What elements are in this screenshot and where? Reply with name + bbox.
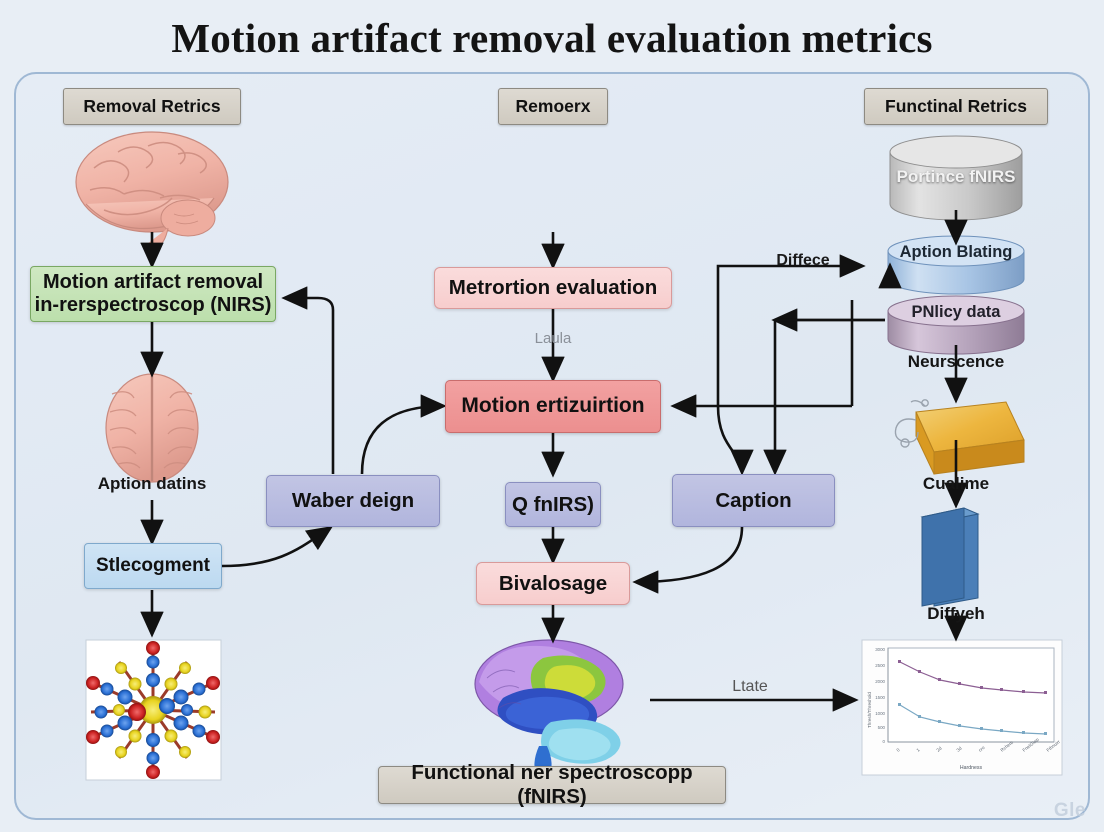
edge-label-ltate: Ltate: [732, 678, 768, 695]
node-metrortion-evaluation[interactable]: Metrortion evaluation: [434, 267, 672, 309]
edge-label-diffece: Diffece: [776, 252, 830, 269]
page-title: Motion artifact removal evaluation metri…: [171, 15, 933, 61]
molecule-illustration: [85, 639, 222, 781]
label-aption-blating: Aption Blating: [899, 242, 1013, 261]
caption-diffyeh: Diffyeh: [927, 604, 985, 623]
caption-cualime: Cualime: [922, 474, 990, 493]
cylinder-blue: [887, 235, 1025, 295]
svg-text:500: 500: [878, 725, 886, 730]
node-caption[interactable]: Caption: [672, 474, 835, 527]
cylinder-gray: [889, 135, 1023, 221]
header-left[interactable]: Removal Retrics: [63, 88, 241, 125]
blue-box-illustration: [920, 507, 980, 607]
svg-text:1: 1: [916, 747, 921, 753]
svg-text:3000: 3000: [875, 647, 885, 652]
svg-text:1500: 1500: [875, 695, 885, 700]
node-waber-deign[interactable]: Waber deign: [266, 475, 440, 527]
svg-text:1000: 1000: [875, 711, 885, 716]
watermark: Gle: [1053, 800, 1086, 821]
svg-text:Thresh/Threshold: Thresh/Threshold: [867, 692, 872, 728]
svg-text:3d: 3d: [956, 745, 963, 752]
brain-lateral-illustration: [75, 131, 229, 250]
node-stlecogment[interactable]: Stlecogment: [84, 543, 222, 589]
svg-text:cro: cro: [978, 745, 986, 753]
svg-text:2500: 2500: [875, 663, 885, 668]
bottom-banner[interactable]: Functional ner spectroscopp (fNIRS): [378, 761, 726, 808]
caption-neurscence: Neurscence: [907, 352, 1005, 371]
header-right[interactable]: Functinal Retrics: [864, 88, 1048, 125]
svg-text:0: 0: [896, 747, 901, 753]
cylinder-purple: [887, 295, 1025, 355]
green-line-1: Motion artifact removal: [42, 271, 264, 293]
node-motion-artifact-removal[interactable]: Motion artifact removal in-rerspectrosco…: [30, 266, 276, 322]
svg-text:Hardness: Hardness: [960, 765, 983, 771]
node-bivalosage[interactable]: Bivalosage: [476, 562, 630, 605]
svg-text:2d: 2d: [936, 745, 943, 752]
label-portince-fnirs: Portince fNIRS: [896, 167, 1016, 187]
brain-colormap-illustration: [474, 639, 624, 780]
green-line-2: in-rerspectroscop (NIRS): [34, 294, 272, 316]
svg-text:0: 0: [883, 739, 886, 744]
node-motion-ertizuirtion[interactable]: Motion ertizuirtion: [445, 380, 661, 433]
label-pnlicy-data: PNlicy data: [911, 302, 1001, 321]
edge-label-laula: Laula: [534, 330, 572, 347]
caption-aption-datins: Aption datins: [97, 474, 207, 493]
header-center[interactable]: Remoerx: [498, 88, 608, 125]
svg-text:2000: 2000: [875, 679, 885, 684]
node-q-fnirs[interactable]: Q fnIRS): [505, 482, 601, 527]
